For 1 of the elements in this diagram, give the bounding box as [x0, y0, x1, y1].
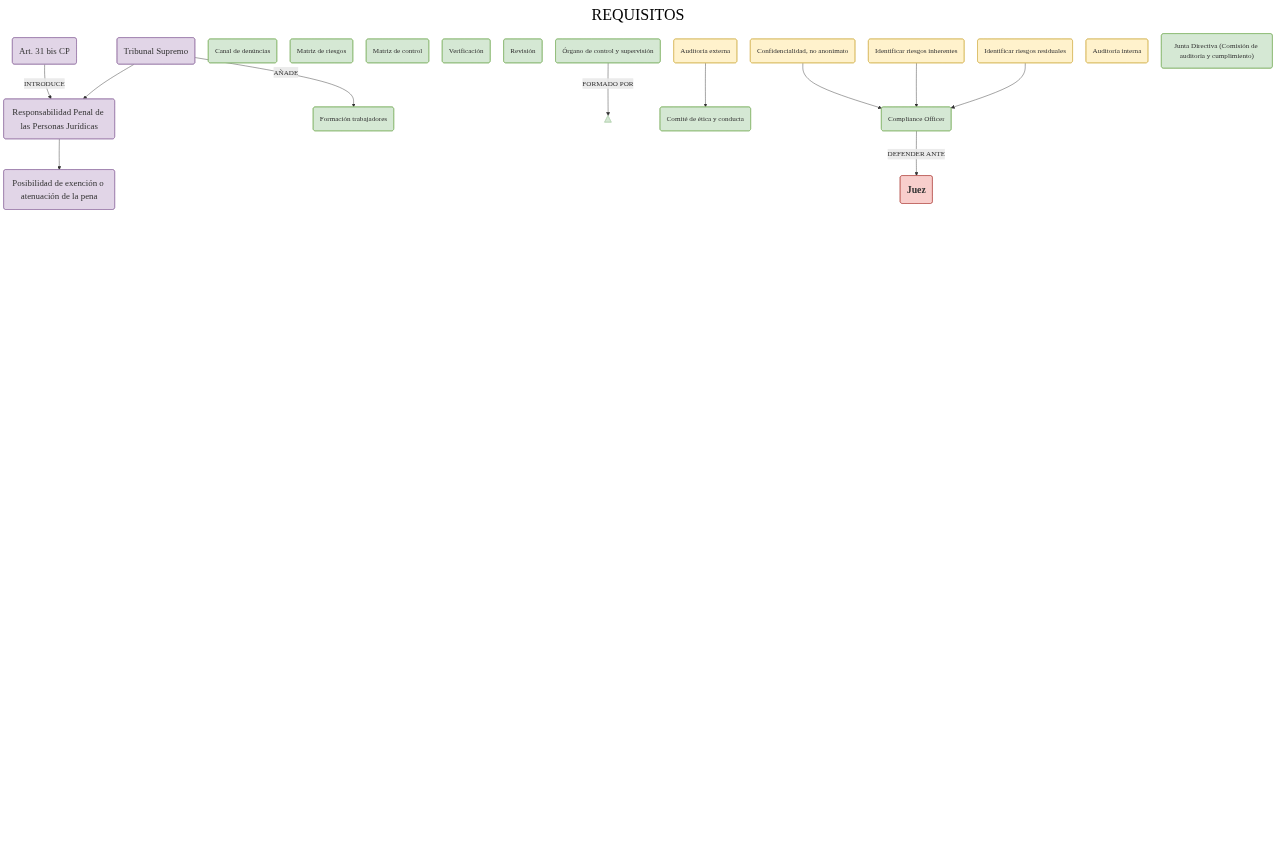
section-label: REQUISITOS [591, 6, 685, 24]
